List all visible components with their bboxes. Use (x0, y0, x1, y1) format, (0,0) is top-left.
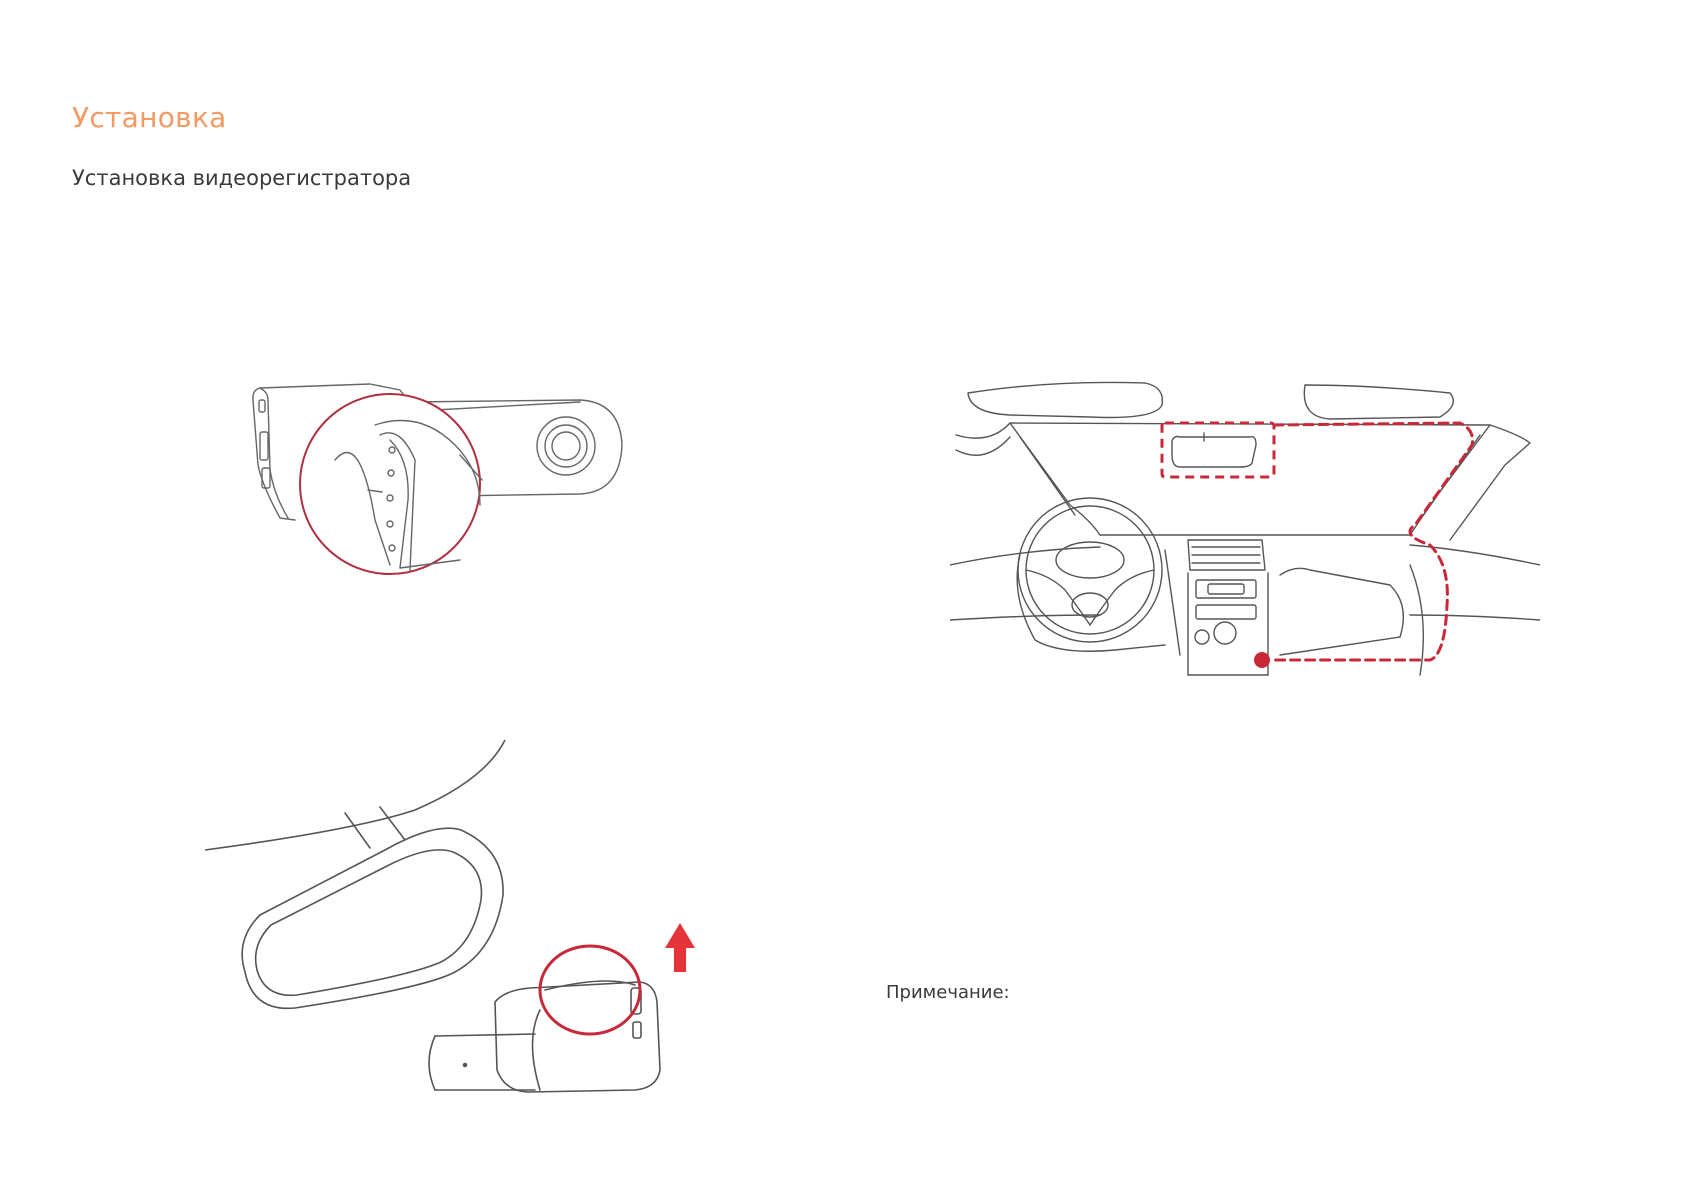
note-label: Примечание: (886, 982, 1010, 1003)
subsection-title: Установка видеорегистратора (72, 166, 411, 190)
car-interior-cable-route-icon (950, 375, 1540, 685)
section-title: Установка (72, 101, 227, 134)
mirror-install-figure (205, 740, 705, 1100)
cable-routing-figure (950, 375, 1540, 685)
dashcam-mount-icon (250, 370, 640, 590)
up-arrow-icon (665, 923, 695, 972)
rearview-mirror-dashcam-icon (205, 740, 705, 1100)
mount-detail-figure (250, 370, 640, 590)
